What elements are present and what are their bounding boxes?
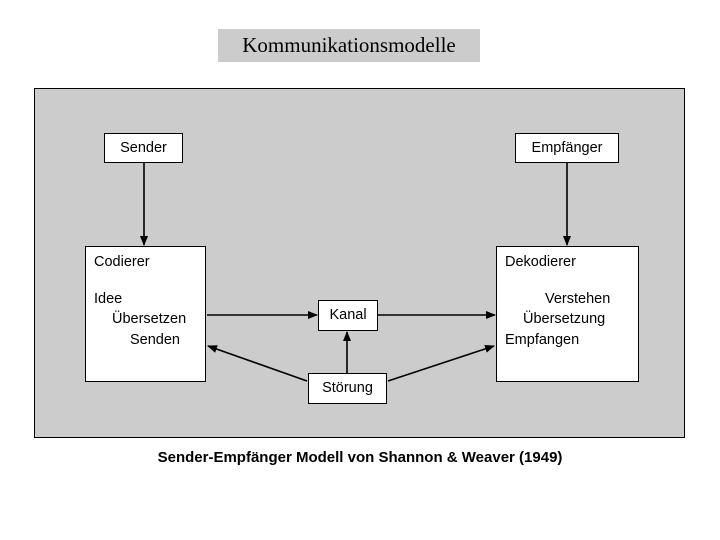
- node-dekodierer-step-2: Übersetzung: [523, 311, 606, 327]
- node-dekodierer-step-1: Verstehen: [545, 290, 611, 307]
- page-title: Kommunikationsmodelle: [242, 33, 456, 57]
- node-dekodierer-label: Dekodierer: [505, 254, 576, 270]
- node-empfaenger[interactable]: Empfänger: [515, 133, 619, 163]
- node-kanal-label: Kanal: [329, 307, 367, 324]
- node-empfaenger-label: Empfänger: [531, 139, 603, 156]
- node-codierer[interactable]: Codierer Idee Übersetzen Senden: [85, 246, 206, 382]
- node-dekodierer[interactable]: Dekodierer Verstehen Übersetzung Empfang…: [496, 246, 639, 382]
- node-codierer-step-1: Idee: [94, 290, 123, 307]
- node-sender[interactable]: Sender: [104, 133, 183, 163]
- diagram-caption: Sender-Empfänger Modell von Shannon & We…: [157, 449, 563, 466]
- node-codierer-step-3: Senden: [130, 331, 180, 348]
- node-stoerung-label: Störung: [322, 380, 373, 397]
- node-sender-label: Sender: [120, 139, 167, 156]
- title-plate: Kommunikationsmodelle: [218, 29, 480, 62]
- node-codierer-step-2: Übersetzen: [112, 311, 187, 327]
- node-stoerung[interactable]: Störung: [308, 373, 387, 404]
- node-codierer-label: Codierer: [94, 254, 150, 270]
- node-dekodierer-step-3: Empfangen: [505, 331, 580, 348]
- node-kanal[interactable]: Kanal: [318, 300, 378, 331]
